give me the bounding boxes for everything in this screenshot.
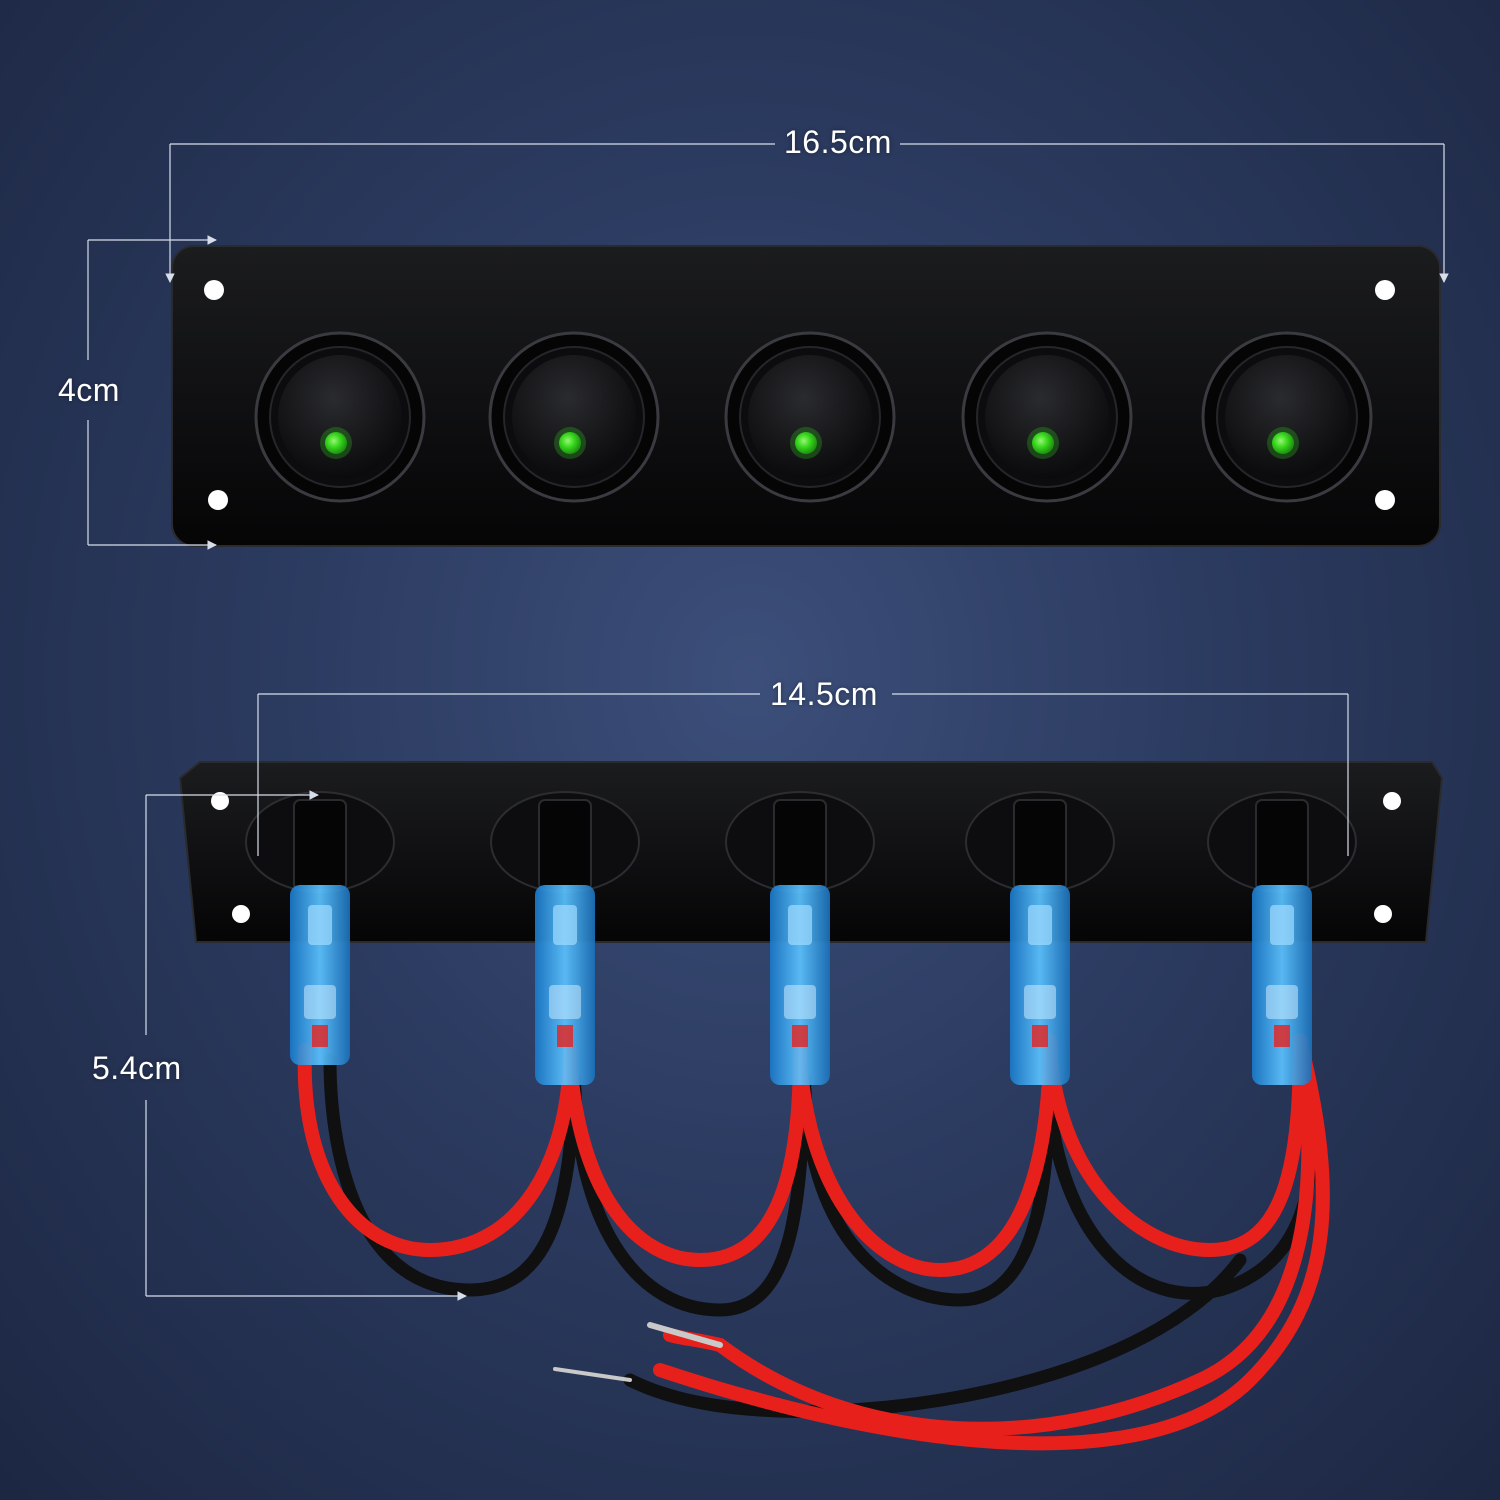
front-height-dimension — [87, 235, 217, 550]
switch-housing-1 — [245, 791, 395, 893]
front-width-label: 16.5cm — [784, 124, 892, 160]
led-indicator-4 — [1032, 432, 1054, 454]
rocker-switch-3[interactable] — [724, 331, 896, 503]
stripped-end-black — [553, 1367, 632, 1382]
back-depth-dimension — [145, 790, 467, 1301]
rocker-switch-5[interactable] — [1201, 331, 1373, 503]
switch-housings — [245, 791, 1357, 893]
red-wire-6 — [653, 1033, 1330, 1451]
blue-connector-4 — [1010, 885, 1070, 1085]
red-wire-1 — [297, 1043, 577, 1258]
switch-housing-4 — [965, 791, 1115, 893]
black-wire-4 — [1041, 1073, 1317, 1300]
mounting-holes — [204, 280, 1395, 510]
back-panel — [178, 761, 1444, 943]
switch-housing-2 — [490, 791, 640, 893]
red-wire-4 — [1043, 1033, 1307, 1258]
blue-connector-3 — [770, 885, 830, 1085]
switch-housing-5 — [1207, 791, 1357, 893]
led-indicator-2 — [559, 432, 581, 454]
led-indicator-1 — [325, 432, 347, 454]
rocker-switch-4[interactable] — [961, 331, 1133, 503]
black-wire-2 — [568, 1073, 812, 1317]
front-height-label: 4cm — [58, 372, 120, 408]
blue-connector-1 — [290, 885, 350, 1065]
spade-connectors — [290, 885, 1312, 1085]
blue-connector-2 — [535, 885, 595, 1085]
black-wire-1 — [323, 1053, 582, 1297]
red-wire-2 — [563, 1043, 807, 1268]
red-wire-3 — [793, 1033, 1057, 1278]
back-width-label: 14.5cm — [770, 676, 878, 712]
back-mounting-holes — [211, 792, 1401, 923]
led-indicator-3 — [795, 432, 817, 454]
rocker-switch-2[interactable] — [488, 331, 660, 503]
back-depth-label: 5.4cm — [92, 1050, 182, 1086]
switch-housing-3 — [725, 791, 875, 893]
rocker-switch-1[interactable] — [254, 331, 426, 503]
black-wire-3 — [798, 1073, 1055, 1307]
front-switches — [254, 331, 1373, 503]
blue-connector-5 — [1252, 885, 1312, 1085]
front-panel — [171, 245, 1441, 547]
front-width-dimension — [165, 143, 1449, 283]
led-indicator-5 — [1272, 432, 1294, 454]
back-width-dimension — [257, 693, 1349, 856]
stripped-end-red — [647, 1322, 723, 1348]
wiring-harness — [297, 1033, 1330, 1451]
